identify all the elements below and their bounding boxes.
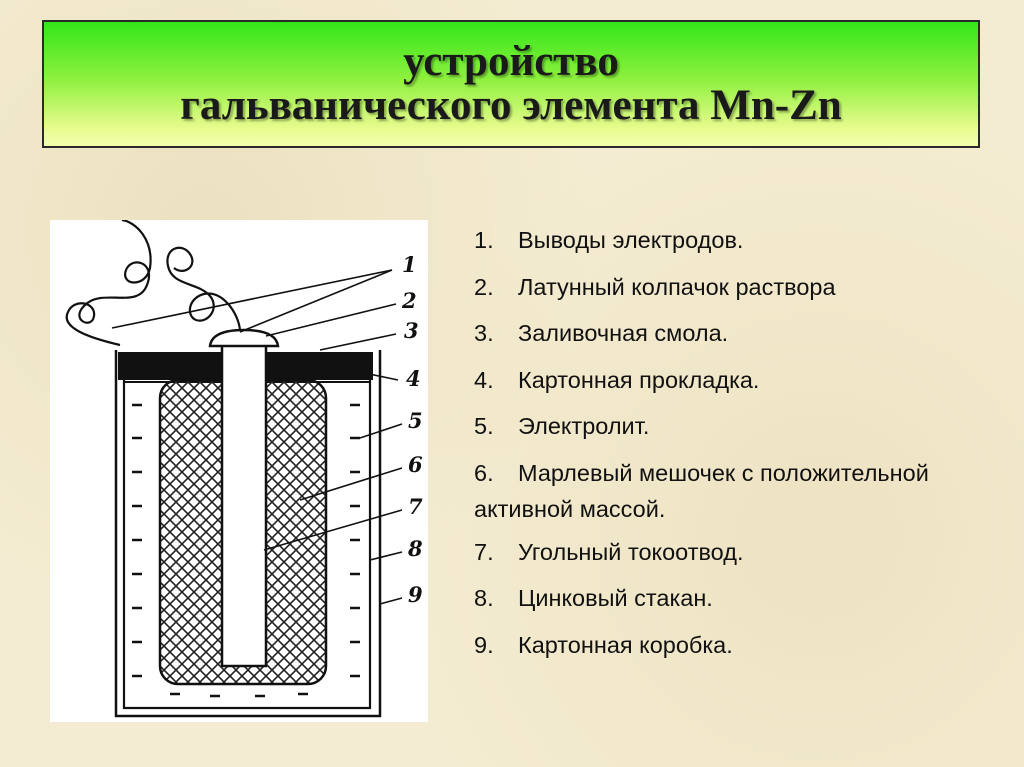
legend-item: 2.Латунный колпачок раствора — [474, 273, 836, 300]
cardboard-box — [114, 350, 382, 718]
wire-lead-right — [166, 246, 242, 331]
legend-item: 5.Электролит. — [474, 413, 650, 439]
callout-5: 5 — [408, 408, 423, 433]
legend-item: 3.Заливочная смола. — [474, 320, 729, 346]
parts-legend: 1.Выводы электродов. 2.Латунный колпачок… — [474, 225, 994, 676]
battery-cross-section: 1 2 3 4 5 6 7 8 9 — [65, 218, 423, 718]
carbon-rod — [220, 342, 268, 668]
callout-6: 6 — [408, 452, 423, 477]
title-banner: устройство гальванического элемента Mn-Z… — [42, 20, 980, 148]
legend-item: 1.Выводы электродов. — [474, 227, 744, 253]
callout-2: 2 — [401, 288, 417, 313]
title-line-1: устройство — [403, 38, 619, 85]
legend-item: 6.Марлевый мешочек с положительной актив… — [474, 459, 929, 522]
callout-3: 3 — [404, 318, 419, 343]
battery-diagram: 1 2 3 4 5 6 7 8 9 — [50, 218, 428, 722]
legend-item: 7.Угольный токоотвод. — [474, 538, 744, 565]
callout-7: 7 — [408, 494, 423, 519]
electrolyte-marks — [132, 403, 360, 698]
callout-9: 9 — [408, 582, 423, 607]
callout-1: 1 — [402, 252, 417, 277]
brass-cap — [208, 328, 280, 348]
zinc-cup — [122, 352, 372, 710]
title-line-2: гальванического элемента Mn-Zn — [180, 82, 842, 129]
callout-8: 8 — [407, 536, 423, 561]
legend-item: 9.Картонная коробка. — [474, 631, 733, 658]
legend-item: 8.Цинковый стакан. — [474, 585, 713, 611]
legend-item: 4.Картонная прокладка. — [474, 366, 760, 393]
wire-lead-left — [65, 218, 152, 347]
callout-4: 4 — [406, 366, 421, 391]
leader-lines — [111, 269, 403, 605]
